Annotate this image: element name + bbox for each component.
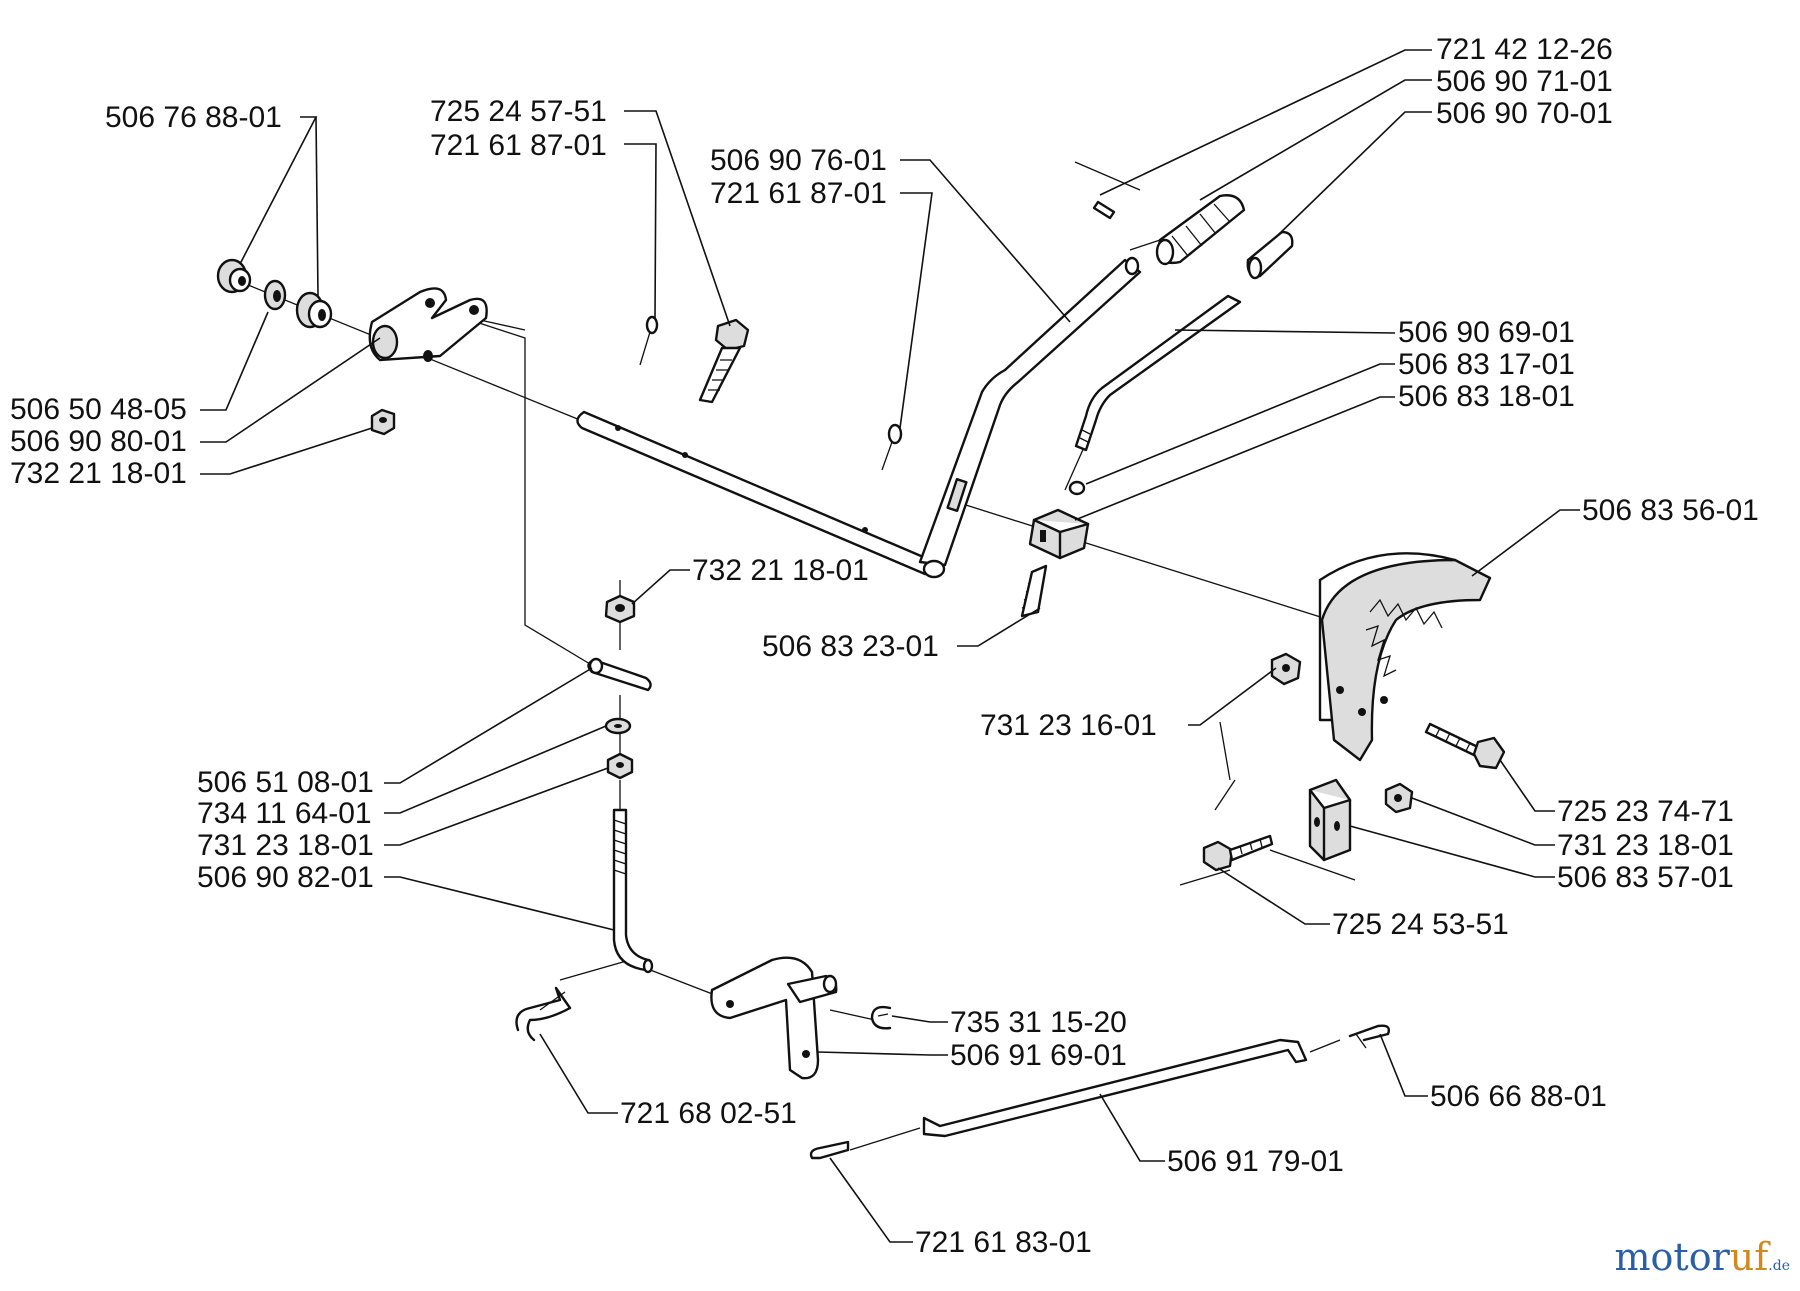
link-rod-drawing [922,1038,1308,1138]
part-label: 725 24 57-51 [430,95,607,128]
part-label: 725 24 53-51 [1332,908,1509,941]
lift-handle-shaft-drawing [576,256,1142,579]
leader-lines [200,49,1580,1243]
part-label: 506 90 69-01 [1398,316,1575,349]
part-label: 721 61 83-01 [915,1226,1092,1259]
flat-washer-drawing [604,717,632,735]
part-label: 732 21 18-01 [10,457,187,490]
watermark-logo: motoruf.de [1615,1235,1790,1279]
lever-bracket-drawing [710,956,838,1080]
carriage-bolt-drawing [1424,722,1506,770]
part-label: 506 83 18-01 [1398,380,1575,413]
cotter-pin-drawing [639,315,659,366]
part-label: 506 66 88-01 [1430,1080,1607,1113]
part-label: 506 90 71-01 [1436,65,1613,98]
part-label: 506 91 79-01 [1167,1145,1344,1178]
hex-nut-drawing [1270,652,1302,686]
hex-nut-drawing-3 [606,752,634,780]
cotter-pin-drawing-3 [809,1140,850,1160]
hex-bolt-drawing-2 [1202,834,1274,872]
part-label: 721 42 12-26 [1436,33,1613,66]
part-label: 725 23 74-71 [1557,795,1734,828]
part-label: 506 90 82-01 [197,861,374,894]
part-label: 506 90 76-01 [710,144,887,177]
part-label: 506 91 69-01 [950,1039,1127,1072]
washer-drawing [263,279,287,311]
clamp-block-drawing [1308,778,1352,862]
part-label: 731 23 18-01 [1557,829,1734,862]
part-label: 506 90 80-01 [10,425,187,458]
part-label: 721 61 87-01 [710,177,887,210]
hex-nut-drawing-2 [1384,782,1414,814]
notched-quadrant-drawing [1318,552,1492,762]
hex-bolt-drawing [698,318,750,404]
assembly-axis-lines [225,161,1356,1151]
watermark-tld: .de [1768,1258,1790,1274]
part-label: 506 50 48-05 [10,393,187,426]
part-drawings [216,161,1506,1160]
detent-ball-drawing [1068,480,1086,496]
part-label: 721 68 02-51 [620,1097,797,1130]
lock-nut-drawing-2 [604,594,636,624]
bushing-drawing [295,291,333,329]
release-rod-drawing [1074,294,1242,452]
adjusting-rod-drawing [612,808,654,974]
watermark-brand-a: motor [1614,1235,1730,1279]
e-clip-drawing [870,1005,892,1030]
lock-nut-drawing [370,408,396,436]
release-knob-drawing [1246,230,1294,280]
part-label: 735 31 15-20 [950,1006,1127,1039]
part-label: 506 83 23-01 [762,630,939,663]
spring-clip-drawing [515,986,572,1042]
watermark-brand-b: uf [1729,1235,1769,1279]
part-label: 734 11 64-01 [197,797,372,830]
part-label: 732 21 18-01 [692,554,869,587]
part-label: 506 76 88-01 [105,101,282,134]
spring-drawing [1020,564,1048,618]
part-label: 506 51 08-01 [197,766,374,799]
latch-block-drawing [1028,508,1090,560]
part-label: 506 83 56-01 [1582,494,1759,527]
part-label: 506 90 70-01 [1436,97,1613,130]
part-label: 731 23 16-01 [980,709,1157,742]
part-labels: 721 42 12-26 506 90 71-01 506 90 70-01 5… [10,33,1759,1259]
bushing-cap-drawing [216,258,252,294]
clevis-pin-drawing [587,657,652,692]
part-label: 506 83 17-01 [1398,348,1575,381]
handle-grip-drawing [1155,194,1246,266]
hair-pin-clip-drawing [1348,1024,1391,1049]
pivot-bracket-drawing [368,287,488,362]
roll-pin-drawing [1092,200,1116,220]
part-label: 721 61 87-01 [430,129,607,162]
cotter-pin-drawing-2 [881,423,903,471]
part-label: 506 83 57-01 [1557,861,1734,894]
part-label: 731 23 18-01 [197,829,374,862]
